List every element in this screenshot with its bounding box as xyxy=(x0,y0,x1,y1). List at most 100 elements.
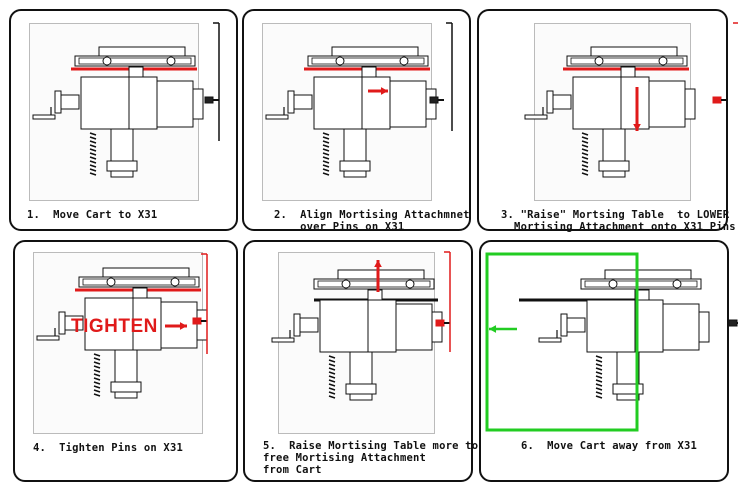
step-4-illustration xyxy=(36,253,208,399)
step-6-panel: 6. Move Cart away from X31 xyxy=(479,240,738,482)
cart-wheel xyxy=(608,279,618,289)
lead-screw-thread xyxy=(595,383,603,387)
chuck-base xyxy=(602,170,626,178)
step-5-illustration xyxy=(271,251,451,401)
lead-screw-thread xyxy=(581,168,589,172)
motor-cap xyxy=(698,311,710,343)
cart-slot xyxy=(570,57,684,65)
lead-screw-thread xyxy=(322,172,330,176)
lead-screw-thread xyxy=(595,379,603,383)
head-block xyxy=(84,297,162,351)
cart-wheel xyxy=(170,277,180,287)
head-block xyxy=(586,299,664,353)
pin-clamp xyxy=(429,96,439,104)
pin-clamp xyxy=(712,96,722,104)
chuck xyxy=(598,160,630,172)
lead-screw-thread xyxy=(328,391,336,395)
cart-wheel xyxy=(106,277,116,287)
quill xyxy=(602,128,626,162)
motor-cap xyxy=(192,88,204,120)
motor-housing xyxy=(662,303,700,351)
handwheel-hub xyxy=(293,94,313,110)
lead-screw-thread xyxy=(328,371,336,375)
handwheel-handle xyxy=(524,114,548,120)
lead-screw-thread xyxy=(322,160,330,164)
tighten-label: TIGHTEN xyxy=(71,316,158,337)
cart-wheel xyxy=(672,279,682,289)
step-6-caption: 6. Move Cart away from X31 xyxy=(521,440,698,452)
chuck xyxy=(345,383,377,395)
lead-screw-thread xyxy=(328,383,336,387)
cart-slot xyxy=(82,278,196,286)
machine-drawing xyxy=(524,22,738,178)
lead-screw-thread xyxy=(581,156,589,160)
chuck-base xyxy=(616,393,640,401)
step-4-caption: 4. Tighten Pins on X31 xyxy=(33,442,183,454)
handwheel-disc xyxy=(54,90,62,114)
pin-clamp xyxy=(728,319,738,327)
handwheel-handle xyxy=(32,114,56,120)
raise-arrow-head xyxy=(374,260,382,268)
motor-housing xyxy=(395,303,433,351)
lead-screw-thread xyxy=(93,385,101,389)
step-6-illustration xyxy=(485,252,738,432)
lead-screw-thread xyxy=(93,377,101,381)
cart-slot xyxy=(78,57,192,65)
lead-screw-thread xyxy=(328,387,336,391)
handwheel-disc xyxy=(287,90,295,114)
step-1-illustration xyxy=(32,22,220,178)
machine-drawing xyxy=(485,252,738,432)
lead-screw-thread xyxy=(93,353,101,357)
cart-top-block xyxy=(604,269,692,280)
machine-drawing xyxy=(32,22,220,178)
lead-screw-thread xyxy=(322,140,330,144)
lead-screw-thread xyxy=(93,373,101,377)
lead-screw-thread xyxy=(89,136,97,140)
lead-screw-thread xyxy=(581,144,589,148)
cart-wheel xyxy=(335,56,345,66)
cart-wheel xyxy=(594,56,604,66)
step-3-panel: 3. "Raise" Mortsing Table to LOWER Morti… xyxy=(477,9,738,233)
lead-screw-thread xyxy=(595,367,603,371)
lead-screw-thread xyxy=(93,361,101,365)
lead-screw-thread xyxy=(581,136,589,140)
cart-wheel xyxy=(166,56,176,66)
quill xyxy=(110,128,134,162)
chuck-base xyxy=(349,393,373,401)
align-arrow-head xyxy=(380,87,388,95)
lead-screw-thread xyxy=(322,144,330,148)
handwheel-handle xyxy=(36,335,60,341)
lead-screw-thread xyxy=(595,371,603,375)
lead-screw-thread xyxy=(89,156,97,160)
lead-screw-thread xyxy=(322,168,330,172)
pin-clamp xyxy=(192,317,202,325)
step-3-caption: 3. "Raise" Mortsing Table to LOWER Morti… xyxy=(501,209,736,233)
lead-screw-thread xyxy=(89,144,97,148)
lead-screw-thread xyxy=(93,357,101,361)
motor-housing xyxy=(648,80,686,128)
chuck-base xyxy=(110,170,134,178)
lead-screw-thread xyxy=(595,387,603,391)
lower-arrow-head xyxy=(633,123,641,131)
lead-screw-thread xyxy=(322,152,330,156)
cart-wheel xyxy=(102,56,112,66)
motor-cap xyxy=(425,88,437,120)
cart-top-block xyxy=(331,46,419,57)
lead-screw-thread xyxy=(581,152,589,156)
lead-screw-thread xyxy=(89,148,97,152)
lead-screw-thread xyxy=(595,363,603,367)
lead-screw-thread xyxy=(322,132,330,136)
quill xyxy=(114,349,138,383)
lead-screw-thread xyxy=(89,160,97,164)
chuck xyxy=(339,160,371,172)
move-away-arrow-head xyxy=(489,325,497,333)
lead-screw-thread xyxy=(595,391,603,395)
cart-top-block xyxy=(102,267,190,278)
head-block xyxy=(319,299,397,353)
handwheel-hub xyxy=(566,317,586,333)
head-block xyxy=(313,76,391,130)
handwheel-handle xyxy=(538,337,562,343)
chuck xyxy=(106,160,138,172)
lead-screw-thread xyxy=(93,389,101,393)
quill xyxy=(349,351,373,385)
